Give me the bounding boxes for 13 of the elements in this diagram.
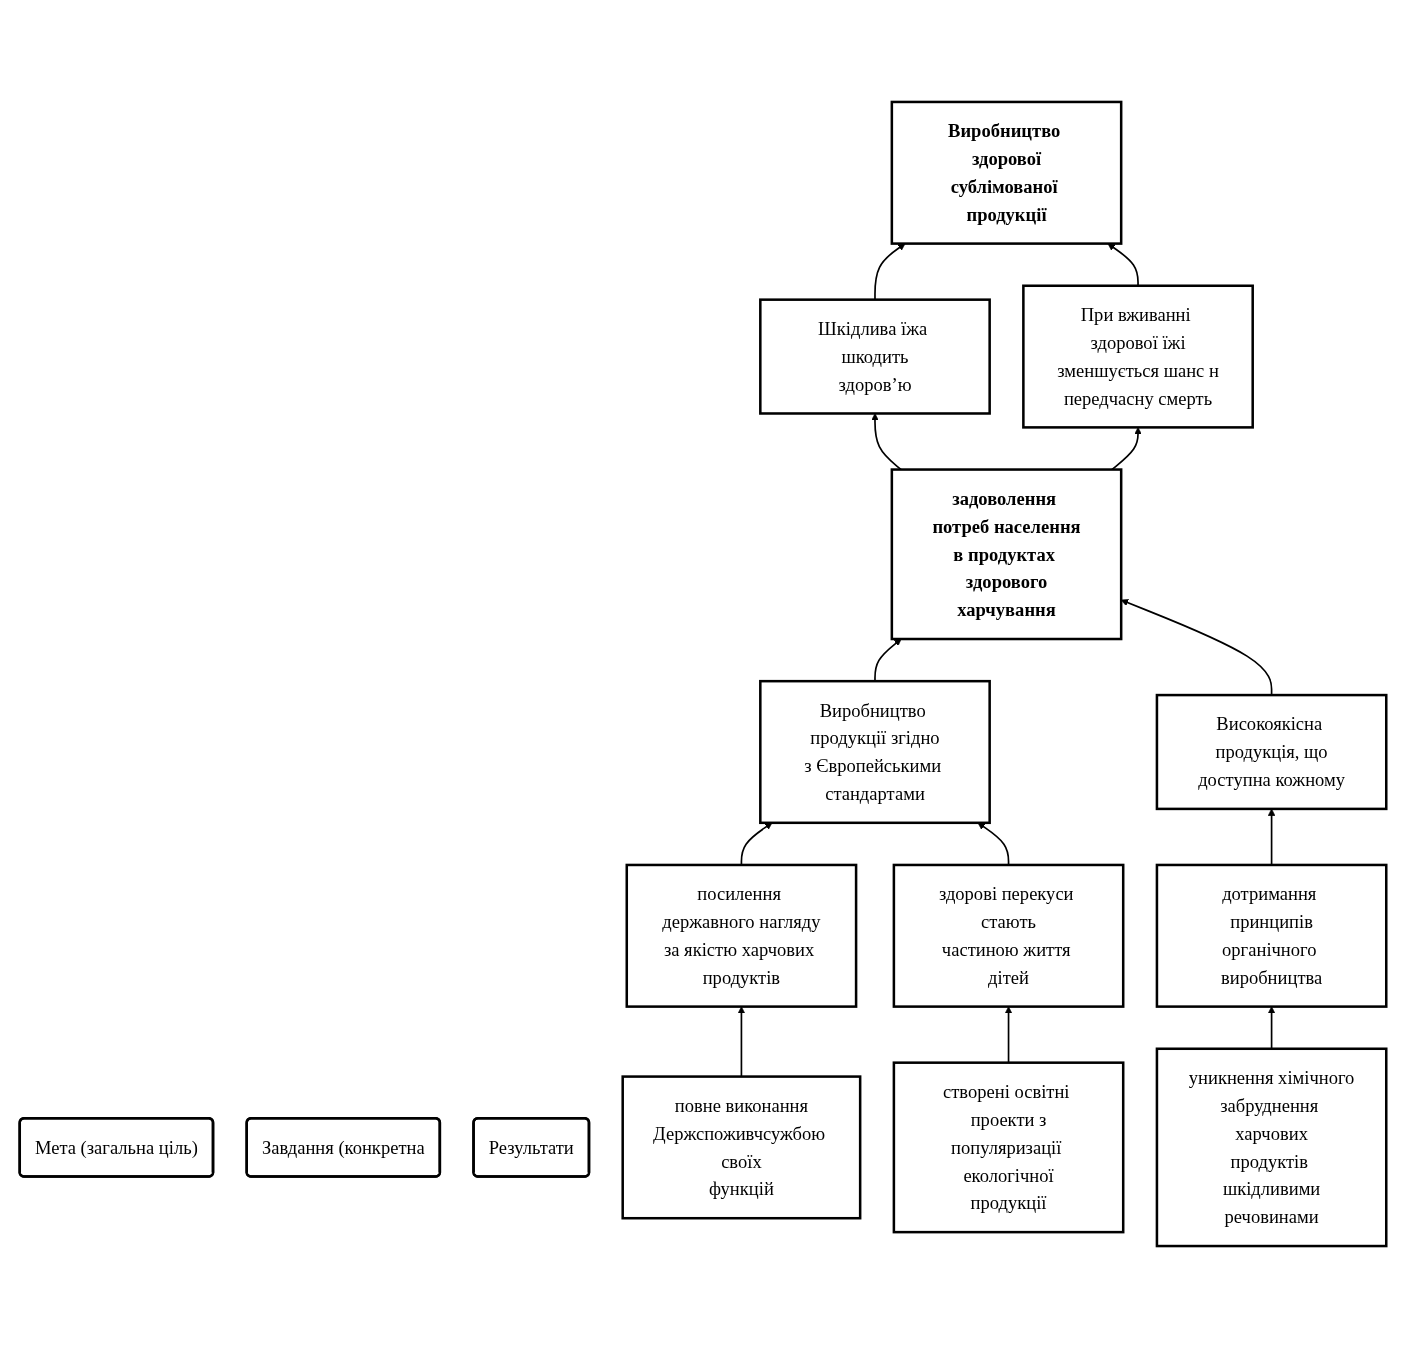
node-box: повне виконання Держспоживчсужбою своїх функцій (620, 1074, 861, 1219)
node-box: При вживанні здорової їжі зменшується шанс н передчасну смерть (1021, 284, 1254, 429)
node-box: Високоякісна продукція, що доступна кожному (1155, 693, 1388, 810)
node-box: Виробництво продукції згідно з Європейськими стандартами (758, 679, 991, 824)
node-box: створені освітні проекти з популяризації екологічної продукції (892, 1060, 1124, 1233)
node-box: посилення державного нагляду за якістю харчових продуктів (625, 863, 857, 1008)
arrow (870, 412, 902, 470)
node-box: Виробництво здорової сублімованої продукції (890, 100, 1122, 245)
node-box: задоволення потреб населення в продуктах здорового харчування (890, 467, 1122, 640)
node-box: здорові перекуси стають частиною життя дітей (892, 863, 1124, 1008)
node-box: уникнення хімічного забруднення харчових продуктів шкідливими речовинами (1155, 1047, 1388, 1247)
node-box: дотримання принципів органічного виробництва (1155, 863, 1388, 1008)
node-box: Шкідлива їжа шкодить здоров’ю (758, 297, 991, 415)
